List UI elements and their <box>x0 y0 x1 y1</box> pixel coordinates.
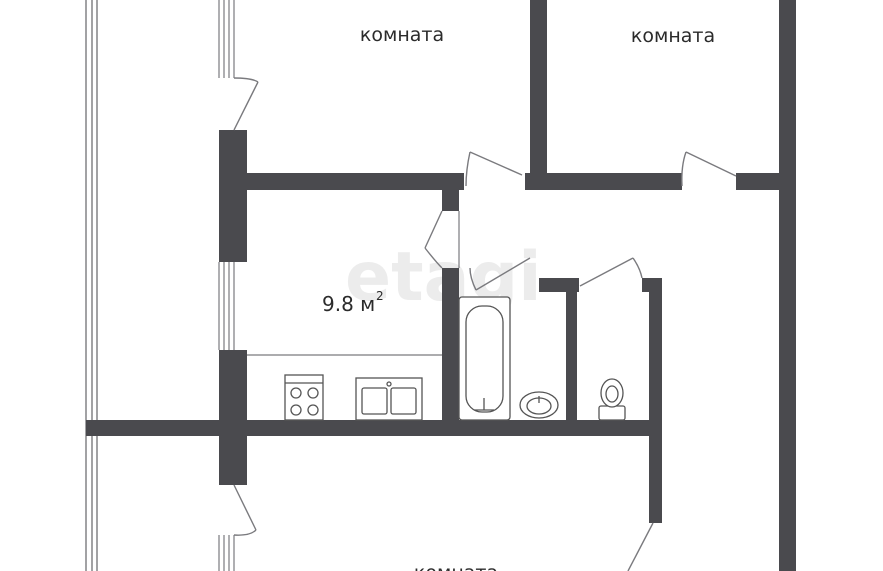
door-room1 <box>465 151 523 187</box>
door-kitchen <box>424 210 443 269</box>
door-room2 <box>681 151 737 187</box>
bathtub <box>458 296 511 421</box>
kitchen-area-exponent: 2 <box>376 289 384 303</box>
door-wc <box>579 257 643 287</box>
kitchen-sink <box>355 377 423 421</box>
walls <box>86 0 796 571</box>
kitchen-area-label: 9.8 м <box>322 292 375 316</box>
window-frames <box>218 0 235 571</box>
toilet <box>598 378 626 421</box>
room-label: комната <box>414 562 498 571</box>
room-label: комната <box>631 25 715 47</box>
door-bath <box>469 257 531 291</box>
partition-lines <box>247 211 460 356</box>
doors <box>233 77 737 571</box>
door-top-left <box>233 77 259 131</box>
door-bottom-right <box>627 522 654 571</box>
stove <box>284 374 324 421</box>
outer-wall-left <box>85 0 98 571</box>
room-label: комната <box>360 24 444 46</box>
door-bottom-left <box>233 484 257 536</box>
wash-basin <box>519 391 559 419</box>
